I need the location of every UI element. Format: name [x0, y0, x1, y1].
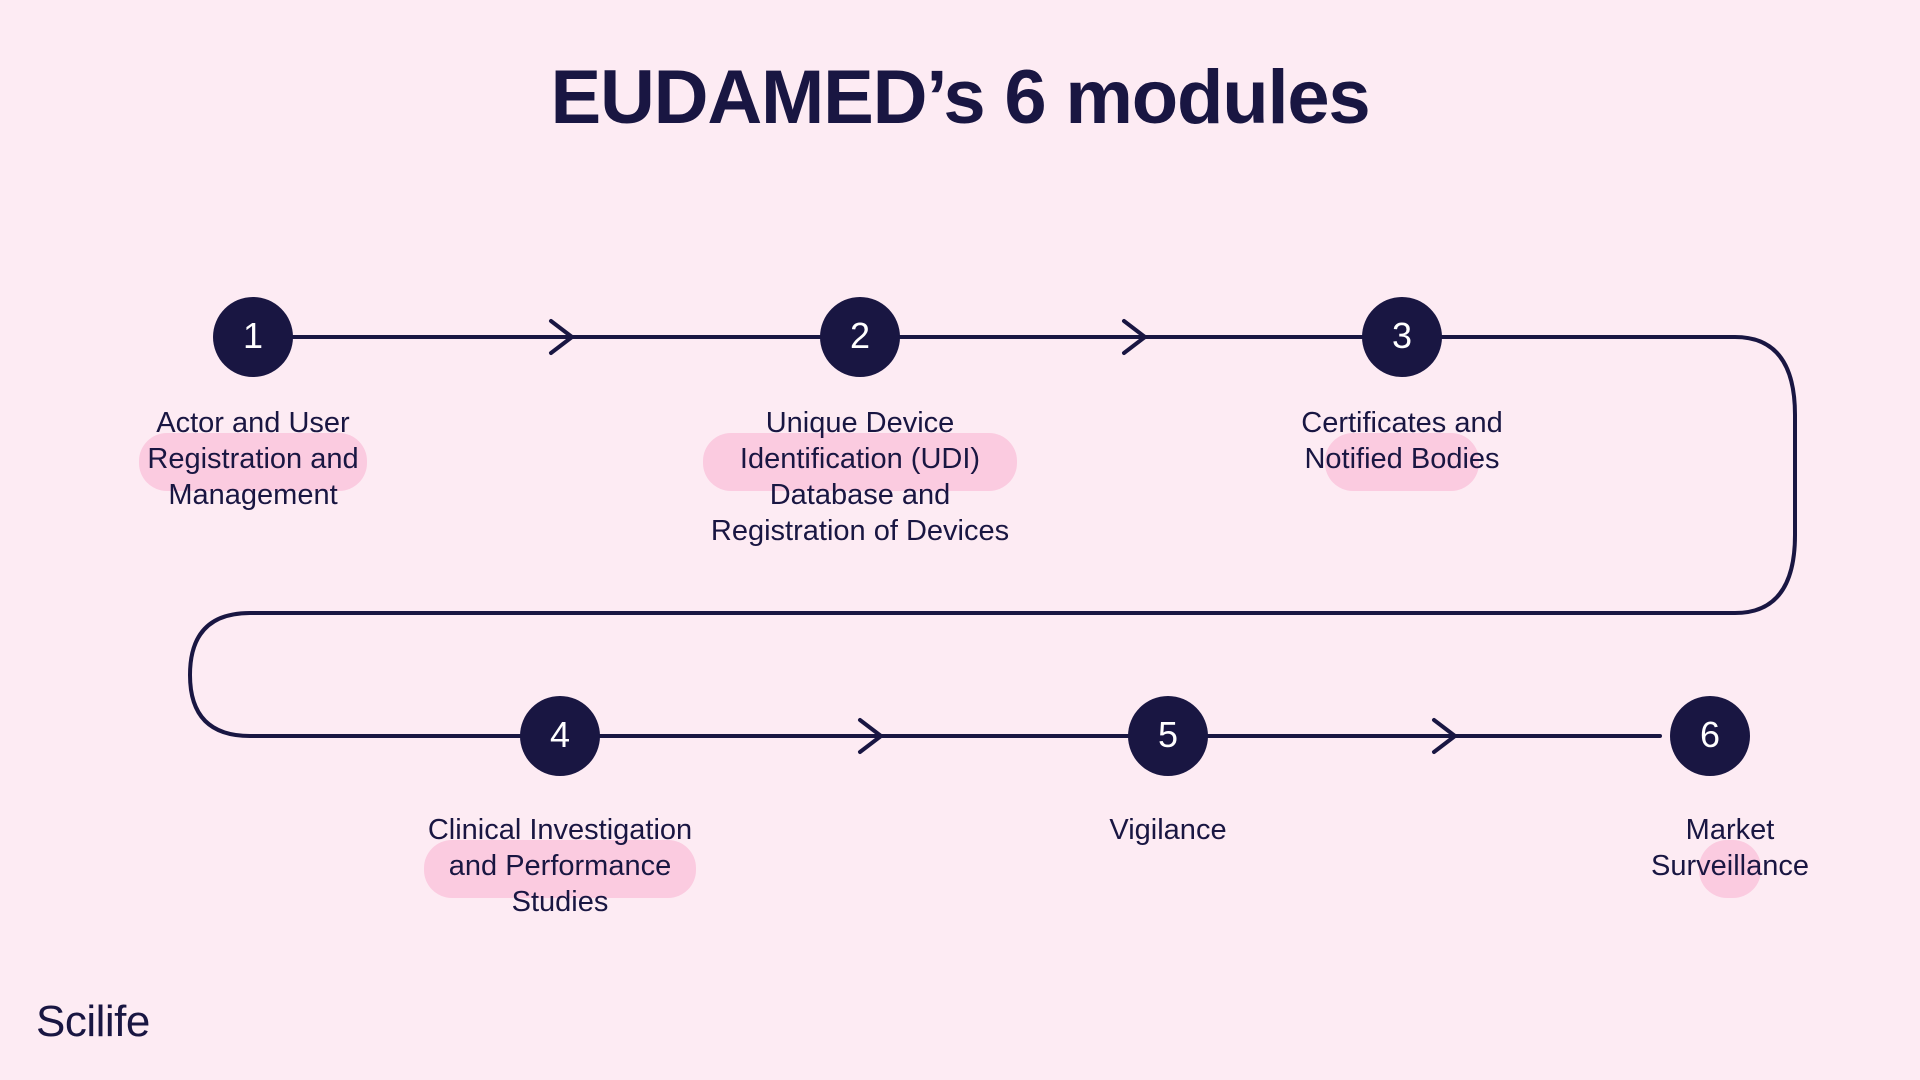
flow-label-4-line-2: and Performance — [448, 850, 672, 882]
flow-node-2[interactable]: 2 — [820, 297, 900, 377]
flow-label-1-line-1: Actor and User — [156, 407, 350, 439]
flow-label-4-line-1: Clinical Investigation — [427, 814, 693, 846]
arrowhead-2-to-3 — [1122, 319, 1147, 355]
flow-label-1: Actor and User Registration and Manageme… — [53, 405, 453, 513]
flow-node-6-number: 6 — [1699, 714, 1721, 755]
page-title: EUDAMED’s 6 modules — [550, 55, 1371, 140]
flow-label-3: Certificates and Notified Bodies — [1212, 405, 1592, 491]
flow-node-1[interactable]: 1 — [213, 297, 293, 377]
arrowhead-1-to-2 — [549, 319, 574, 355]
flow-label-3-line-2: Notified Bodies — [1304, 443, 1500, 475]
flow-label-1-line-2: Registration and — [147, 443, 359, 475]
arrowhead-4-to-5 — [858, 718, 883, 754]
flow-node-6[interactable]: 6 — [1670, 696, 1750, 776]
flow-label-2-line-3: Database and — [769, 479, 951, 511]
flow-label-2-line-1: Unique Device — [765, 407, 955, 439]
highlight-pill-6 — [1699, 840, 1761, 898]
flow-node-5[interactable]: 5 — [1128, 696, 1208, 776]
flow-label-5: Vigilance — [1008, 812, 1328, 848]
flow-node-3[interactable]: 3 — [1362, 297, 1442, 377]
flow-node-3-number: 3 — [1391, 315, 1413, 356]
flow-node-1-number: 1 — [242, 315, 264, 356]
flow-node-5-number: 5 — [1157, 714, 1179, 755]
highlight-pill-2 — [702, 433, 1018, 491]
highlight-pill-1 — [139, 433, 367, 491]
flow-label-6: Market Surveillance — [1570, 812, 1890, 898]
flow-node-2-number: 2 — [849, 315, 871, 356]
flow-label-1-line-3: Management — [168, 479, 338, 511]
flow-label-4: Clinical Investigation and Performance S… — [370, 812, 750, 920]
flow-label-5-line-1: Vigilance — [1109, 814, 1227, 846]
highlight-pill-4 — [423, 840, 697, 898]
highlight-pill-3 — [1325, 433, 1479, 491]
flow-label-2-line-2: Identification (UDI) — [739, 443, 981, 475]
flow-label-3-line-1: Certificates and — [1301, 407, 1503, 439]
flow-node-4-number: 4 — [549, 714, 571, 755]
flow-node-4[interactable]: 4 — [520, 696, 600, 776]
flow-label-2-line-4: Registration of Devices — [710, 515, 1010, 547]
arrowhead-5-to-6 — [1432, 718, 1457, 754]
flow-label-6-line-2: Surveillance — [1651, 850, 1809, 882]
flow-label-4-line-3: Studies — [511, 886, 609, 918]
flow-label-2: Unique Device Identification (UDI) Datab… — [600, 405, 1120, 549]
flow-label-6-line-1: Market — [1685, 814, 1775, 846]
brand-logo: Scilife — [36, 997, 150, 1046]
